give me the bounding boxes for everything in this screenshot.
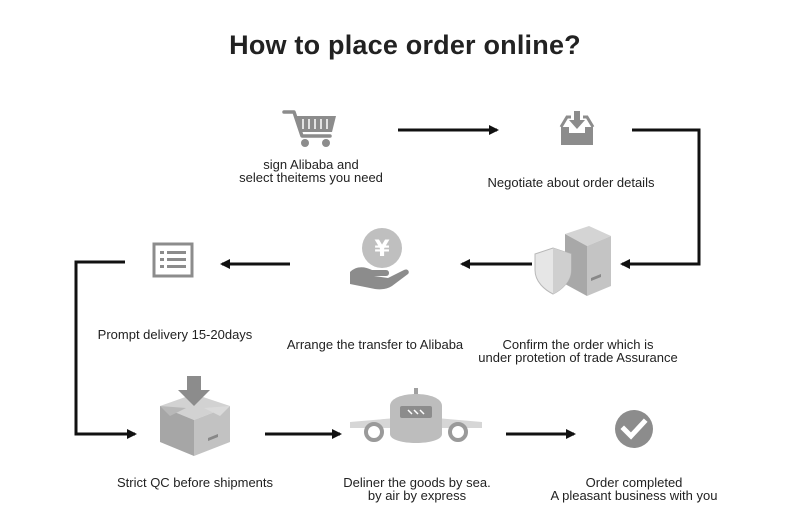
arrow-negotiate-to-confirm	[620, 128, 701, 269]
step-label-strict-qc: Strict QC before shipments	[116, 475, 274, 490]
shopping-cart-icon	[282, 110, 336, 147]
box-arrow-icon	[160, 376, 230, 456]
step-label-negotiate: Negotiate about order details	[487, 175, 655, 190]
step-label-deliver-goods: Deliner the goods by sea.by air by expre…	[343, 475, 491, 503]
arrow-delivery-to-qc	[74, 260, 137, 439]
yen-hand-icon: ¥	[350, 228, 409, 290]
step-label-prompt-delivery: Prompt delivery 15-20days	[97, 327, 253, 342]
airplane-icon	[350, 388, 482, 443]
shield-box-icon	[534, 226, 611, 296]
svg-text:¥: ¥	[374, 237, 390, 262]
diagram-title: How to place order online?	[229, 30, 581, 60]
check-circle-icon	[615, 410, 653, 448]
list-document-icon	[152, 242, 194, 278]
step-label-arrange-transfer: Arrange the transfer to Alibaba	[286, 337, 464, 352]
inbox-download-icon	[559, 111, 595, 145]
